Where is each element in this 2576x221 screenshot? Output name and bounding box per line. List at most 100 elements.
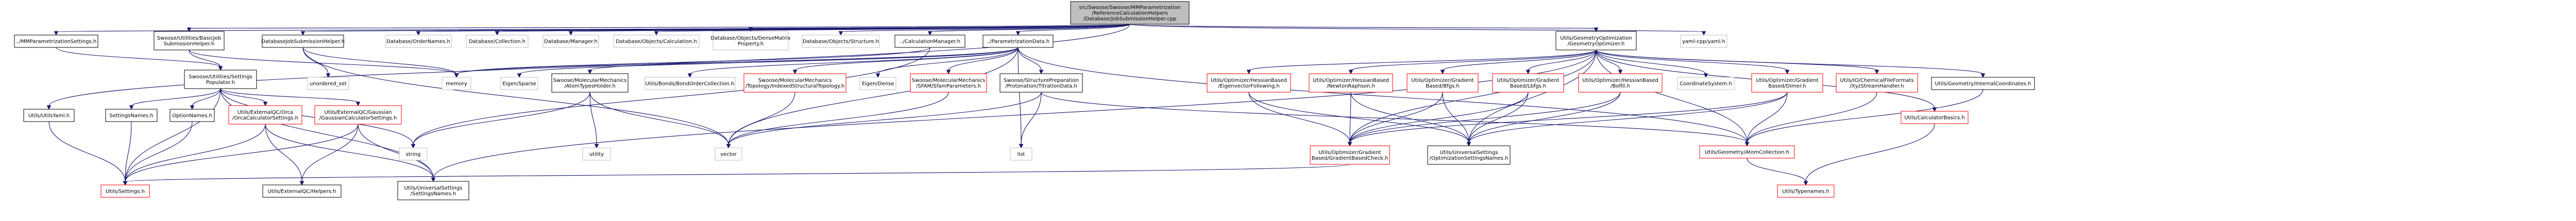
node-gradlbfgs[interactable]: Utils/Optimizer/GradientBased/Lbfgs.h (1492, 73, 1564, 93)
node-box (1555, 31, 1637, 50)
node-vector[interactable]: vector (715, 147, 742, 161)
edge-geomopt-to-gradlbfgs (1528, 49, 1597, 71)
node-label-line: Populator.h (206, 80, 235, 86)
node-geomopt[interactable]: Utils/GeometryOptimization/GeometryOptim… (1555, 31, 1637, 50)
node-dbordernames[interactable]: Database/OrderNames.h (385, 35, 452, 48)
node-gradbfgs[interactable]: Utils/Optimizer/GradientBased/Bfgs.h (1406, 73, 1479, 93)
node-box (399, 147, 428, 161)
node-string[interactable]: string (399, 147, 428, 161)
arrowhead-root-to-paramdata (1015, 31, 1021, 36)
arrowhead-geomopt-to-internalcoords (1980, 73, 1986, 78)
node-utilsyamlleft[interactable]: Utils/UtilsYaml.h (23, 109, 75, 122)
edge-titration-to-vector (728, 92, 1042, 145)
node-settingsnames[interactable]: SettingsNames.h (105, 109, 158, 122)
node-dbmanager[interactable]: Database/Manager.h (543, 35, 599, 48)
node-label-line: utility (589, 152, 604, 158)
arrowhead-root-to-geomopt (1594, 27, 1599, 32)
edge-dimer-to-univsettings (1468, 92, 1788, 143)
node-label-line: Utils/Settings.h (106, 189, 145, 195)
edge-root-to-basicjob (189, 24, 1130, 29)
node-label-line: Database/Objects/Structure.h (803, 39, 879, 45)
node-box (715, 147, 742, 161)
arrowhead-root-to-mmparamsettings (54, 31, 59, 36)
edge-calcmanager-to-memory (456, 47, 930, 75)
node-box (543, 35, 599, 48)
node-calcbasics[interactable]: Utils/CalculatorBasics.h (1901, 111, 1969, 124)
node-utilssettings[interactable]: Utils/Settings.h (100, 184, 150, 198)
edge-geomopt-to-newton (1350, 49, 1597, 71)
node-box (1309, 73, 1393, 93)
node-yamlcpp[interactable]: yaml-cpp/yaml.h (1680, 35, 1727, 48)
node-optionnames[interactable]: OptionNames.h (170, 109, 215, 122)
node-eigensparse[interactable]: Eigen/Sparse (500, 77, 538, 90)
node-label-line: Utils/UniversalSettings (1439, 150, 1498, 156)
arrowhead-root-to-dbordernames (416, 31, 421, 36)
node-internalcoords[interactable]: Utils/Geometry/InternalCoordinates.h (1931, 77, 2035, 90)
node-dimer[interactable]: Utils/Optimizer/GradientBased/Dimer.h (1751, 73, 1823, 93)
node-label-line: src/Swoose/Swoose/MMParametrization (1079, 5, 1180, 11)
edge-swsettings-to-utilssettings (125, 88, 221, 182)
edge-paramdata-to-atomtypeshelper (589, 47, 1019, 71)
node-eigendense[interactable]: Eigen/Dense (859, 77, 896, 90)
edge-gradbfgs-to-gradcheck (1349, 92, 1443, 143)
node-label-line: list (1018, 152, 1025, 158)
node-orcacalc[interactable]: Utils/ExternalQC/Orca/OrcaCalculatorSett… (228, 105, 302, 125)
node-typenames[interactable]: Utils/Typenames.h (1777, 184, 1835, 198)
node-unorderedset[interactable]: unordered_set (307, 77, 349, 90)
node-dbjobhelper[interactable]: DatabaseJobSubmissionHelper.h (261, 35, 345, 48)
node-utility[interactable]: utility (582, 147, 611, 161)
arrowhead-basicjob-to-swsettings (218, 66, 223, 71)
node-atomcollection[interactable]: Utils/Geometry/AtomCollection.h (1699, 145, 1795, 159)
edge-dbjobhelper-to-memory (302, 47, 457, 75)
edge-geomopt-to-bofill (1596, 49, 1621, 71)
node-paramdata[interactable]: ../ParametrizationData.h (982, 35, 1054, 48)
node-atomtypeshelper[interactable]: Swoose/MolecularMechanics/AtomTypesHolde… (551, 73, 629, 93)
node-topology[interactable]: Swoose/MolecularMechanics/Topology/Index… (743, 73, 846, 93)
node-memory[interactable]: memory (442, 77, 471, 90)
node-gaussiancalc[interactable]: Utils/ExternalQC/Gaussian/GaussianCalcul… (314, 105, 402, 125)
arrowhead-atomcollection-to-typenames (1803, 181, 1808, 186)
arrowhead-paramdata-to-sfam (946, 70, 951, 75)
node-extqchelpers[interactable]: Utils/ExternalQC/Helpers.h (262, 184, 342, 198)
node-dbstructure[interactable]: Database/Objects/Structure.h (802, 35, 880, 48)
node-hessfollow[interactable]: Utils/Optimizer/HessianBased/Eigenvector… (1207, 73, 1291, 93)
arrowhead-root-to-dbjobhelper (300, 31, 306, 36)
node-label-line: Utils/Optimizer/Gradient (1756, 78, 1818, 83)
node-label-line: Utils/UtilsYaml.h (28, 113, 70, 119)
edge-dbjobhelper-to-vector (302, 47, 729, 145)
edge-root-to-paramdata (1018, 24, 1130, 32)
edge-atomtypeshelper-to-string (413, 92, 590, 145)
node-coordsys[interactable]: CoordinateSystem.h (1677, 77, 1735, 90)
node-basicjob[interactable]: Swoose/Utilities/BasicJobSubmissionHelpe… (154, 31, 225, 50)
edge-root-to-dbcalculation (656, 24, 1130, 32)
node-univsettings[interactable]: Utils/UniversalSettings/OptimizationSett… (1427, 145, 1511, 165)
arrowhead-geomopt-to-dimer (1785, 70, 1790, 75)
arrowhead-titration-to-list (1019, 144, 1024, 149)
edge-bofill-to-univsettings (1468, 92, 1621, 143)
node-label-line: Swoose/StructurePreparation (1004, 78, 1079, 83)
node-mmparamsettings[interactable]: ../MMParametrizationSettings.h (14, 35, 98, 48)
node-box (385, 35, 452, 48)
node-newton[interactable]: Utils/Optimizer/HessianBased/NewtonRaphs… (1309, 73, 1393, 93)
node-box (262, 35, 344, 48)
node-calcmanager[interactable]: ../CalculationManager.h (894, 35, 965, 48)
node-root[interactable]: src/Swoose/Swoose/MMParametrization/Refe… (1070, 1, 1190, 25)
node-settingsnames2[interactable]: Utils/UniversalSettings/SettingsNames.h (397, 181, 469, 200)
node-dbcollection[interactable]: Database/Collection.h (466, 35, 529, 48)
edge-swsettings-to-orcacalc (220, 88, 266, 103)
node-box (1070, 1, 1190, 25)
edge-calcbasics-to-typenames (1805, 123, 1935, 182)
node-box (262, 184, 342, 198)
node-list[interactable]: list (1010, 147, 1032, 161)
edge-settingsnames-to-utilssettings (125, 121, 132, 182)
node-gradcheck[interactable]: Utils/Optimizer/GradientBased/GradientBa… (1310, 145, 1390, 165)
node-chemfile[interactable]: Utils/IO/ChemicalFileFormats/XyzStreamHa… (1836, 73, 1918, 93)
node-bofill[interactable]: Utils/Optimizer/HessianBased/Bofill.h (1578, 73, 1663, 93)
node-sfam[interactable]: Swoose/MolecularMechanics/SFAM/SfamParam… (910, 73, 987, 93)
node-titration[interactable]: Swoose/StructurePreparation/Protonation/… (999, 73, 1083, 93)
edge-titration-to-list (1021, 92, 1042, 145)
node-dbcalculation[interactable]: Database/Objects/Calculation.h (613, 35, 700, 48)
node-bondorder[interactable]: Utils/Bonds/BondOrderCollection.h (644, 77, 736, 90)
